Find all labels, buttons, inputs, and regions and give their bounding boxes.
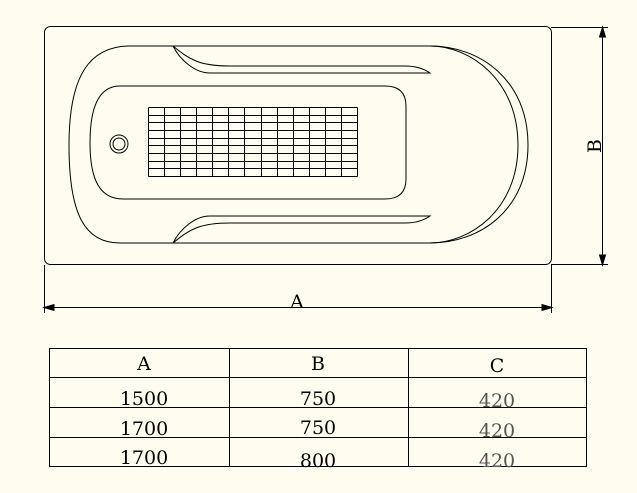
- table-cell: 420: [479, 420, 515, 442]
- tub-floor: [89, 85, 407, 200]
- table-header-b: B: [311, 353, 325, 375]
- table-cell: 420: [479, 450, 515, 472]
- anti-slip-grid: [148, 107, 358, 177]
- drain-icon: [109, 134, 129, 154]
- dimension-b: [551, 25, 608, 267]
- dimension-a: [42, 265, 554, 313]
- table-cell: 750: [300, 417, 336, 439]
- table-cell: 420: [479, 390, 515, 412]
- dimension-b-label: B: [584, 139, 606, 153]
- table-cell: 1700: [120, 447, 168, 469]
- table-header-a: A: [136, 353, 151, 375]
- table-header-c: C: [490, 355, 505, 377]
- dimension-a-label: A: [289, 291, 304, 313]
- armrest-top: [172, 45, 432, 74]
- dimension-table: [49, 348, 587, 467]
- table-cell: 1700: [120, 418, 168, 440]
- table-cell: 1500: [120, 388, 168, 410]
- tub-basin-outline: [68, 45, 529, 244]
- tub-basin-outer-curve: [429, 45, 519, 244]
- table-cell: 750: [300, 388, 336, 410]
- table-cell: 800: [300, 450, 336, 472]
- armrest-bottom: [172, 215, 432, 244]
- tub-outer-rim: [44, 26, 552, 265]
